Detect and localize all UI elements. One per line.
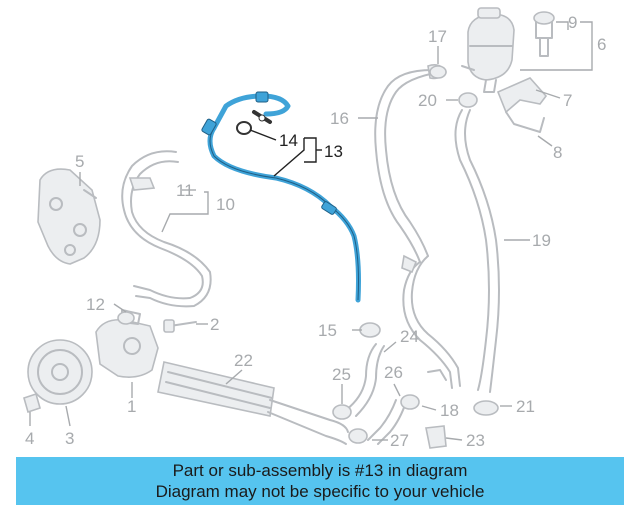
callout-21: 21	[516, 397, 535, 416]
callout-7: 7	[563, 91, 572, 110]
clamp-15	[359, 322, 381, 338]
callout-9: 9	[568, 13, 577, 32]
pulley-3	[27, 339, 93, 405]
pressure-hose-13	[201, 91, 361, 303]
cap-21	[473, 400, 499, 416]
banner-line-disclaimer: Diagram may not be specific to your vehi…	[155, 482, 485, 501]
banner-line-part: Part or sub-assembly is #13 in diagram	[172, 461, 468, 480]
callout-8: 8	[553, 143, 562, 162]
callout-27: 27	[390, 431, 409, 450]
return-line	[401, 254, 461, 389]
callout-6: 6	[597, 35, 606, 54]
parts-diagram: 1 2 3 4 5 6 7 8 9 10 11 12 13 14 15 16 1…	[23, 7, 606, 450]
clamp-17	[429, 65, 447, 79]
bolt-4	[23, 392, 41, 414]
callout-17: 17	[428, 27, 447, 46]
callout-25: 25	[332, 365, 351, 384]
reservoir-bracket	[496, 77, 548, 133]
clamp-27	[348, 428, 368, 444]
clamp-25	[332, 404, 352, 420]
callout-12: 12	[86, 295, 105, 314]
callout-19: 19	[532, 231, 551, 250]
callout-1: 1	[127, 397, 136, 416]
pump-bracket-5	[37, 168, 101, 265]
callout-11: 11	[176, 181, 194, 200]
callout-16: 16	[330, 109, 349, 128]
callout-15: 15	[318, 321, 337, 340]
callout-13: 13	[324, 142, 343, 161]
info-banner: Part or sub-assembly is #13 in diagram D…	[16, 457, 624, 505]
oil-cooler-22	[157, 361, 349, 445]
seal-ring-14	[236, 121, 252, 135]
banjo-bolt-14	[252, 110, 272, 124]
clamp-18	[400, 394, 420, 410]
leader-lines	[29, 21, 593, 441]
callout-14: 14	[279, 131, 298, 150]
hose-24	[345, 343, 385, 417]
seal-12	[117, 311, 135, 325]
reservoir-cap	[533, 11, 555, 57]
callout-3: 3	[65, 429, 74, 448]
bracket-23	[425, 425, 447, 449]
hose-19	[454, 109, 500, 393]
callout-22: 22	[234, 351, 253, 370]
bolt-2	[163, 319, 197, 333]
callout-26: 26	[384, 363, 403, 382]
callout-23: 23	[466, 431, 485, 450]
callout-10: 10	[216, 195, 235, 214]
power-steering-pump-1	[95, 309, 159, 378]
callout-5: 5	[75, 152, 84, 171]
callout-20: 20	[418, 91, 437, 110]
fluid-reservoir	[461, 7, 515, 93]
callout-24: 24	[400, 327, 419, 346]
callout-4: 4	[25, 429, 34, 448]
hose-11	[121, 150, 212, 308]
callout-18: 18	[440, 401, 459, 420]
callout-13-bracket	[249, 129, 322, 177]
callout-2: 2	[210, 315, 219, 334]
clamp-20	[458, 92, 478, 108]
